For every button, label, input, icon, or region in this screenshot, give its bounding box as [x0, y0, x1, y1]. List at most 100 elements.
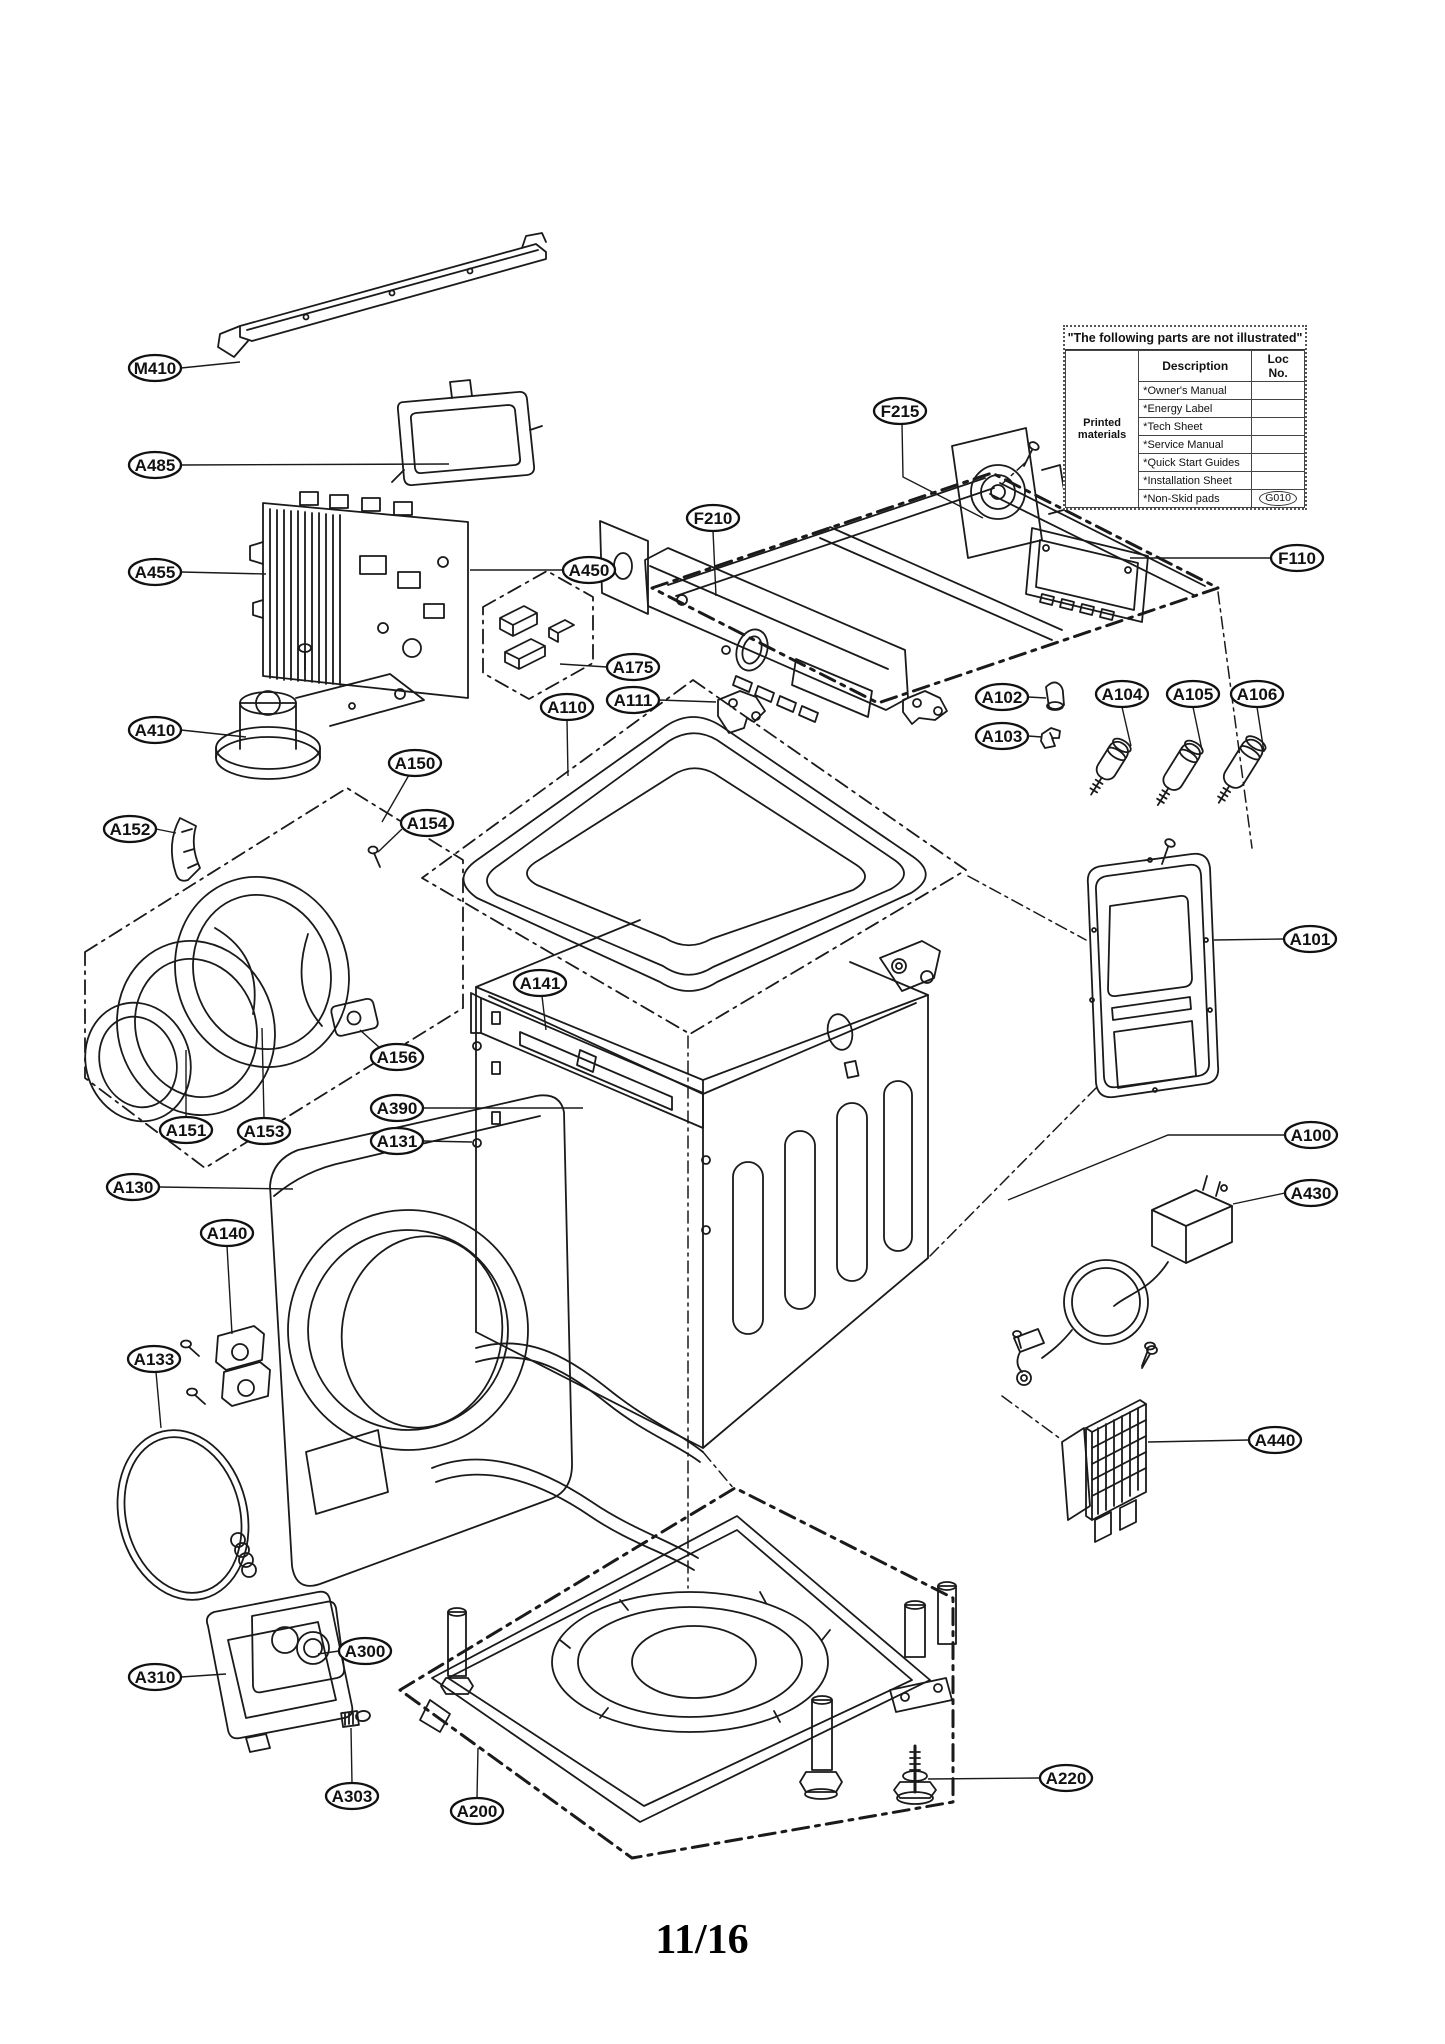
part-clip-A103 — [1040, 727, 1061, 749]
part-top-rail-M410 — [217, 232, 547, 358]
callout-A111: A111 — [605, 685, 717, 715]
callout-A105: A105 — [1165, 679, 1221, 751]
part-dispenser-top-A300 — [251, 1600, 346, 1694]
table-cell-description: *Tech Sheet — [1138, 417, 1253, 436]
callout-bubble-A102 — [974, 682, 1030, 712]
callout-label-A131: A131 — [377, 1132, 418, 1151]
part-dispenser-drawer-A310 — [205, 1590, 354, 1753]
leader-line-A102 — [1027, 696, 1047, 699]
callout-label-A300: A300 — [345, 1642, 386, 1661]
callout-label-A102: A102 — [982, 688, 1023, 707]
leader-line-A310 — [180, 1673, 227, 1678]
leader-line-A111 — [658, 699, 717, 703]
table-title: "The following parts are not illustrated… — [1065, 327, 1305, 350]
table-row: *Quick Start Guides — [1066, 453, 1305, 472]
reference-lines-rear — [929, 591, 1253, 1257]
callout-label-A154: A154 — [407, 814, 448, 833]
leader-line-A101 — [1213, 938, 1285, 941]
leader-line-A130 — [158, 1186, 294, 1190]
part-display-module-A485 — [391, 379, 543, 487]
callout-label-A152: A152 — [110, 820, 151, 839]
callout-label-A153: A153 — [244, 1122, 285, 1141]
callout-bubble-A133 — [126, 1344, 182, 1374]
callout-label-A141: A141 — [520, 974, 561, 993]
leader-line-A100 — [1007, 1134, 1285, 1201]
callout-A130: A130 — [105, 1172, 294, 1202]
callout-label-A130: A130 — [113, 1178, 154, 1197]
callout-bubble-A100 — [1283, 1120, 1339, 1150]
callout-bubble-F210 — [685, 503, 741, 533]
leader-line-A154 — [377, 828, 403, 853]
callout-label-F110: F110 — [1278, 549, 1316, 568]
callout-bubble-A440 — [1247, 1425, 1303, 1455]
callout-label-A200: A200 — [457, 1802, 498, 1821]
callout-label-A455: A455 — [135, 563, 176, 582]
callout-A140: A140 — [199, 1218, 255, 1335]
leader-line-A410 — [180, 729, 247, 738]
callout-A200: A200 — [449, 1747, 505, 1826]
part-damper-A106 — [1217, 735, 1267, 804]
callout-label-A106: A106 — [1237, 685, 1278, 704]
leader-line-A105 — [1192, 706, 1203, 751]
callout-bubble-F110 — [1269, 543, 1325, 573]
part-cabinet-A141 — [431, 919, 941, 1589]
callout-label-A430: A430 — [1291, 1184, 1332, 1203]
callout-A303: A303 — [324, 1727, 380, 1811]
callout-A101: A101 — [1213, 924, 1338, 954]
part-display-pcb-F110 — [1025, 527, 1149, 623]
part-hinge-A140 — [180, 1325, 271, 1407]
part-damper-A104 — [1089, 737, 1132, 796]
callout-bubble-A303 — [324, 1781, 380, 1811]
part-rear-bracket-F215 — [951, 427, 1068, 559]
callout-label-A100: A100 — [1291, 1126, 1332, 1145]
callout-label-A104: A104 — [1102, 685, 1143, 704]
part-main-pcb-A455 — [249, 491, 469, 699]
callout-label-A175: A175 — [613, 658, 654, 677]
callout-A390: A390 — [369, 1093, 583, 1123]
callout-bubble-A104 — [1094, 679, 1150, 709]
callout-label-A485: A485 — [135, 456, 176, 475]
part-check-valve-A303 — [340, 1710, 371, 1728]
callout-A455: A455 — [127, 557, 267, 587]
callout-bubble-A310 — [127, 1662, 183, 1692]
leader-line-A485 — [180, 463, 450, 466]
callout-bubble-A105 — [1165, 679, 1221, 709]
callout-A150: A150 — [381, 748, 443, 823]
table-row: *Service Manual — [1066, 435, 1305, 454]
leader-line-A141 — [541, 995, 547, 1031]
callout-label-A310: A310 — [135, 1668, 176, 1687]
table-cell-loc: G010 — [1251, 489, 1305, 508]
callout-bubble-A175 — [605, 652, 661, 682]
callout-A485: A485 — [127, 450, 450, 480]
callout-bubble-A455 — [127, 557, 183, 587]
part-rear-panel-A101 — [1086, 838, 1220, 1099]
callout-label-A105: A105 — [1173, 685, 1214, 704]
callout-label-A220: A220 — [1046, 1769, 1087, 1788]
callout-label-A303: A303 — [332, 1787, 373, 1806]
exploded-diagram-artwork — [84, 232, 1267, 1860]
callout-A153: A153 — [236, 1027, 292, 1146]
callout-label-F215: F215 — [881, 402, 920, 421]
callout-bubble-A141 — [512, 968, 568, 998]
callout-A102: A102 — [974, 682, 1047, 712]
callout-bubble-A390 — [369, 1093, 425, 1123]
leader-line-A156 — [359, 1029, 381, 1049]
leader-line-A106 — [1256, 706, 1265, 753]
leader-line-F215 — [901, 423, 984, 519]
loc-no-oval-badge: G010 — [1259, 491, 1297, 506]
callout-label-A101: A101 — [1290, 930, 1331, 949]
part-pump-A410 — [215, 643, 425, 780]
table-cell-description: *Energy Label — [1138, 399, 1253, 418]
leader-line-A110 — [566, 719, 569, 777]
table-cell-loc — [1251, 435, 1305, 454]
callout-A152: A152 — [102, 814, 177, 844]
callout-bubble-A154 — [399, 808, 455, 838]
callout-bubble-A106 — [1229, 679, 1285, 709]
table-col-loc-no: Loc No. — [1251, 350, 1305, 382]
leader-line-A104 — [1121, 706, 1132, 747]
callout-label-A103: A103 — [982, 727, 1023, 746]
callout-bubble-A153 — [236, 1116, 292, 1146]
